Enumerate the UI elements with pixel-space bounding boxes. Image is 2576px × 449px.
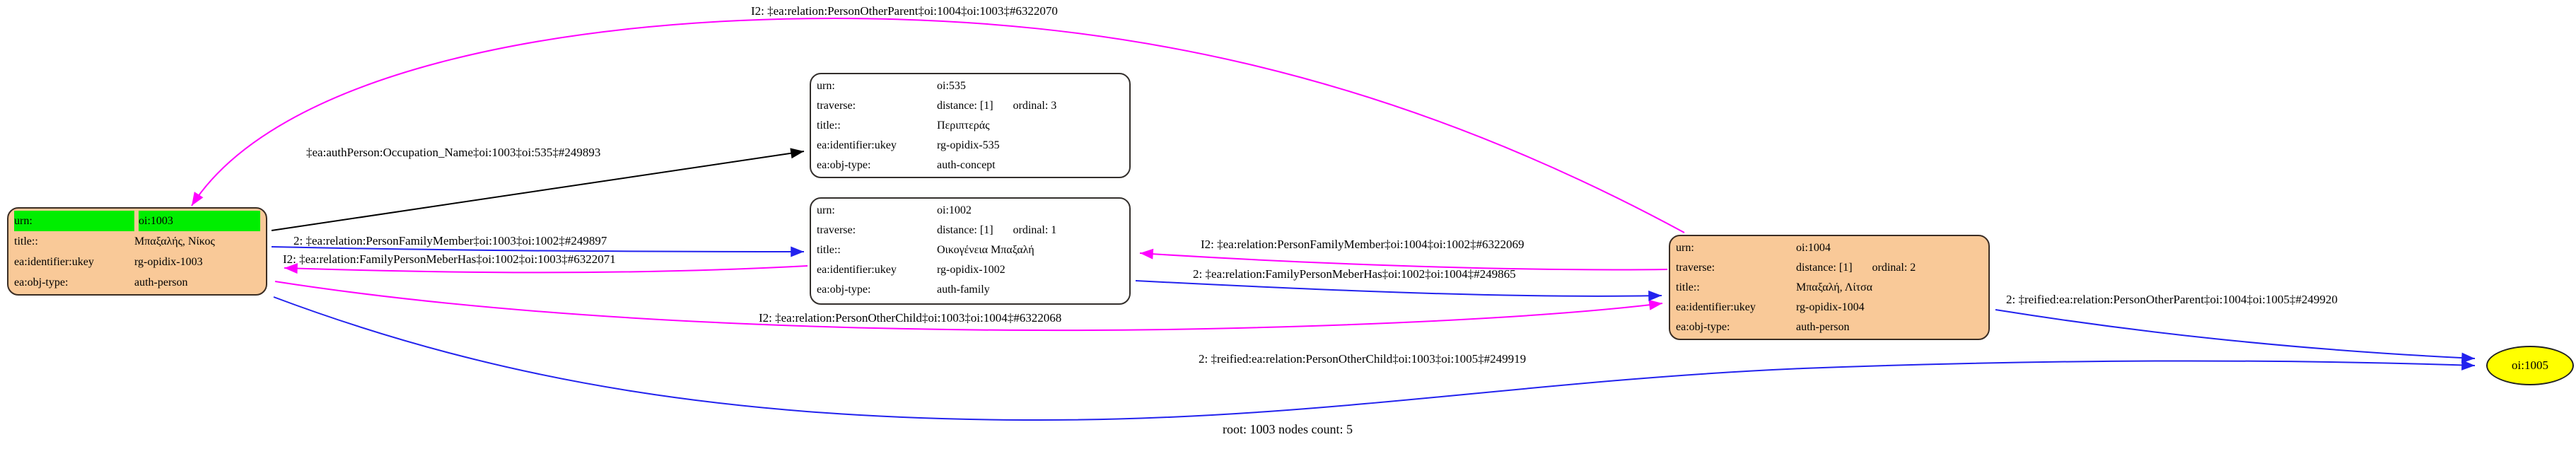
row-value: distance: [1]: [1796, 262, 1853, 274]
edge-person-other-child-mid: [274, 281, 1663, 332]
node-row-obj-type: ea:obj-type: auth-family: [811, 280, 1129, 300]
row-key: ea:identifier:ukey: [817, 139, 897, 151]
node-oi-1002: urn: oi:1002 traverse: distance: [1] ord…: [810, 197, 1131, 305]
row-key: ea:obj-type:: [817, 159, 871, 171]
edge-reified-person-other-parent: [1995, 309, 2476, 363]
edge-person-family-member-right: [1139, 248, 1668, 271]
edge-label-reified-person-other-child: 2: ‡reified:ea:relation:PersonOtherChild…: [1199, 352, 1527, 366]
row-value: auth-family: [937, 284, 990, 296]
row-value: Μπαξαλής, Νίκος: [134, 235, 215, 247]
node-row-title: title:: Περιπτεράς: [811, 116, 1129, 136]
node-row-traverse: traverse: distance: [1] ordinal: 1: [811, 221, 1129, 240]
row-value: auth-person: [134, 276, 188, 288]
row-value: Περιπτεράς: [937, 119, 990, 132]
row-value: rg-opidix-1004: [1796, 301, 1865, 313]
row-key: traverse:: [817, 100, 856, 112]
row-value: rg-opidix-1002: [937, 264, 1006, 276]
edge-label-person-family-member-right: I2: ‡ea:relation:PersonFamilyMember‡oi:1…: [1201, 238, 1525, 251]
edge-family-person-meber-has-right: [1135, 280, 1662, 301]
row-key: ea:identifier:ukey: [817, 264, 897, 276]
node-row-urn: urn: oi:1002: [811, 201, 1129, 221]
row-key: title::: [817, 244, 841, 256]
row-key: urn:: [817, 80, 835, 92]
row-value: oi:1002: [937, 204, 972, 216]
node-row-obj-type: ea:obj-type: auth-person: [1670, 317, 1988, 337]
edge-label-family-person-meber-has-right: 2: ‡ea:relation:FamilyPersonMeberHas‡oi:…: [1193, 267, 1516, 281]
row-value: distance: [1]: [937, 100, 993, 112]
node-row-obj-type: ea:obj-type: auth-person: [8, 272, 266, 293]
edge-occupation-name: [271, 148, 805, 231]
row-key: ea:obj-type:: [1676, 321, 1730, 333]
row-key: traverse:: [817, 224, 856, 236]
row-key: ea:obj-type:: [817, 284, 871, 296]
edge-label-person-family-member-left: 2: ‡ea:relation:PersonFamilyMember‡oi:10…: [293, 234, 607, 247]
node-row-urn: urn: oi:535: [811, 76, 1129, 96]
row-key: title::: [817, 119, 841, 132]
node-row-title: title:: Μπαξαλής, Νίκος: [8, 231, 266, 252]
edge-person-other-parent-top: [191, 17, 1685, 233]
node-row-urn: urn: oi:1004: [1670, 238, 1988, 258]
node-oi-535: urn: oi:535 traverse: distance: [1] ordi…: [810, 73, 1131, 178]
node-row-obj-type: ea:obj-type: auth-concept: [811, 156, 1129, 175]
row-extra: ordinal: 3: [1013, 100, 1057, 112]
row-key: title::: [14, 235, 38, 247]
node-row-traverse: traverse: distance: [1] ordinal: 3: [811, 96, 1129, 116]
row-value: rg-opidix-1003: [134, 256, 203, 268]
row-key: traverse:: [1676, 262, 1715, 274]
node-row-identifier: ea:identifier:ukey rg-opidix-535: [811, 136, 1129, 156]
row-value: oi:1003: [139, 211, 260, 231]
row-value: Οικογένεια Μπαξαλή: [937, 244, 1035, 256]
row-key: title::: [1676, 281, 1700, 293]
edge-label-occupation-name: ‡ea:authPerson:Occupation_Name‡oi:1003‡o…: [306, 146, 601, 159]
row-extra: ordinal: 2: [1872, 262, 1916, 274]
row-key: urn:: [1676, 242, 1694, 254]
row-key: ea:identifier:ukey: [1676, 301, 1756, 313]
row-value: auth-person: [1796, 321, 1850, 333]
node-row-urn: urn: oi:1003: [8, 211, 266, 231]
node-oi-1003: urn: oi:1003 title:: Μπαξαλής, Νίκος ea:…: [7, 207, 267, 296]
node-row-identifier: ea:identifier:ukey rg-opidix-1002: [811, 260, 1129, 280]
edge-family-person-meber-has-left: [284, 263, 808, 274]
row-key: ea:obj-type:: [14, 276, 69, 288]
node-row-title: title:: Οικογένεια Μπαξαλή: [811, 240, 1129, 260]
graph-footer: root: 1003 nodes count: 5: [1223, 422, 1353, 436]
node-row-title: title:: Μπαξαλή, Λίτσα: [1670, 278, 1988, 298]
row-value: oi:1004: [1796, 242, 1831, 254]
node-row-traverse: traverse: distance: [1] ordinal: 2: [1670, 258, 1988, 278]
row-extra: ordinal: 1: [1013, 224, 1057, 236]
row-value: distance: [1]: [937, 224, 993, 236]
edge-reified-person-other-child: [273, 296, 2476, 421]
row-key: urn:: [14, 211, 134, 231]
edge-person-family-member-left: [271, 246, 805, 257]
row-key: ea:identifier:ukey: [14, 256, 94, 268]
row-value: Μπαξαλή, Λίτσα: [1796, 281, 1873, 293]
edge-label-person-other-child-mid: I2: ‡ea:relation:PersonOtherChild‡oi:100…: [759, 311, 1062, 325]
ellipse-label: oi:1005: [2512, 358, 2548, 372]
row-value: auth-concept: [937, 159, 996, 171]
row-key: urn:: [817, 204, 835, 216]
edge-label-reified-person-other-parent: 2: ‡reified:ea:relation:PersonOtherParen…: [2006, 293, 2338, 306]
edge-label-person-other-parent-top: I2: ‡ea:relation:PersonOtherParent‡oi:10…: [751, 4, 1058, 18]
node-row-identifier: ea:identifier:ukey rg-opidix-1003: [8, 252, 266, 272]
row-value: oi:535: [937, 80, 966, 92]
node-oi-1004: urn: oi:1004 traverse: distance: [1] ord…: [1669, 235, 1990, 340]
node-row-identifier: ea:identifier:ukey rg-opidix-1004: [1670, 298, 1988, 317]
row-value: rg-opidix-535: [937, 139, 1000, 151]
node-oi-1005: oi:1005: [2486, 346, 2574, 385]
edge-label-family-person-meber-has-left: I2: ‡ea:relation:FamilyPersonMeberHas‡oi…: [283, 252, 616, 266]
